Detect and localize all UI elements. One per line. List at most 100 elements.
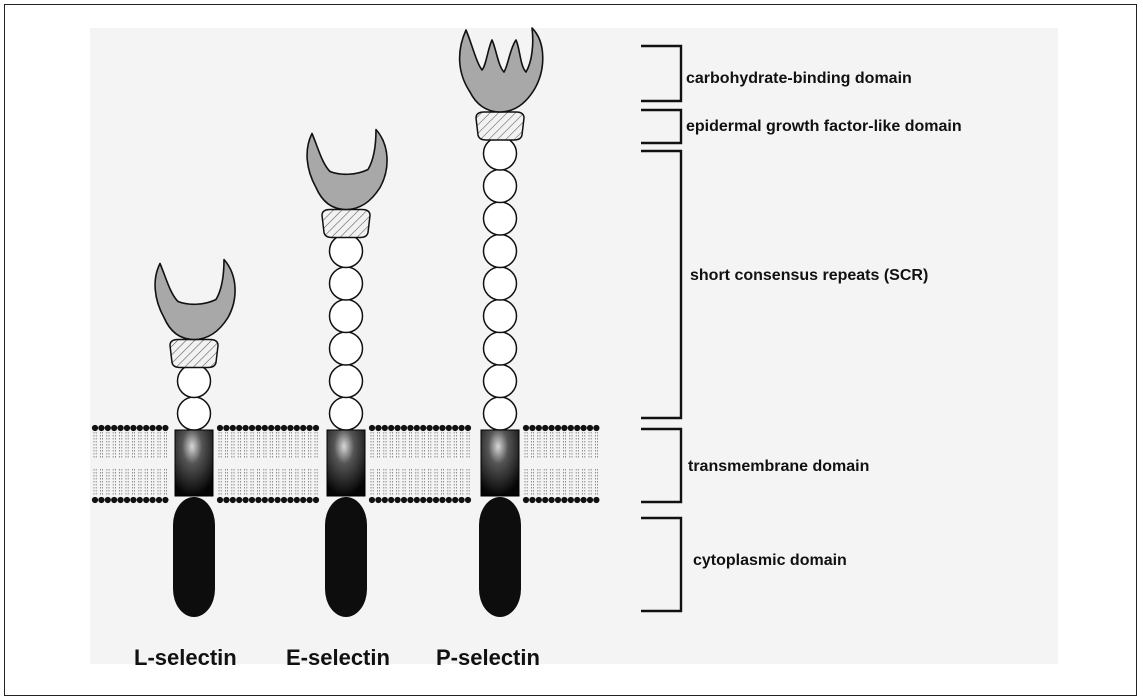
lipid-head — [420, 497, 426, 503]
carbohydrate-binding-domain-label: carbohydrate-binding domain — [686, 70, 912, 88]
membrane-segment — [523, 425, 600, 503]
scr-repeat — [484, 397, 517, 430]
lipid-head — [156, 497, 162, 503]
lipid-head — [523, 497, 529, 503]
lipid-head — [268, 497, 274, 503]
lipid-head — [395, 497, 401, 503]
lipid-head — [593, 425, 599, 431]
e-selectin-molecule — [307, 130, 387, 618]
cytoplasmic-bracket — [641, 518, 681, 611]
lipid-head — [124, 497, 130, 503]
lipid-head — [249, 425, 255, 431]
lipid-head — [124, 425, 130, 431]
lipid-head — [452, 425, 458, 431]
lipid-head — [568, 425, 574, 431]
lipid-head — [217, 425, 223, 431]
lipid-head — [281, 497, 287, 503]
lipid-head — [382, 425, 388, 431]
lipid-head — [452, 497, 458, 503]
carbohydrate-binding-domain-shape — [307, 130, 387, 210]
lipid-head — [465, 497, 471, 503]
lipid-head — [275, 497, 281, 503]
scr-repeat — [178, 397, 211, 430]
lipid-head — [446, 497, 452, 503]
lipid-head — [581, 425, 587, 431]
lipid-head — [439, 497, 445, 503]
lipid-head — [118, 497, 124, 503]
lipid-head — [536, 425, 542, 431]
egf-like-domain-label: epidermal growth factor-like domain — [686, 118, 962, 136]
lipid-head — [401, 497, 407, 503]
scr-repeat — [484, 365, 517, 398]
membrane-segment — [217, 425, 319, 503]
lipid-head — [111, 497, 117, 503]
egf-like-domain-shape — [170, 340, 218, 368]
lipid-head — [407, 497, 413, 503]
lipid-head — [407, 425, 413, 431]
l-selectin-molecule — [155, 260, 235, 618]
lipid-head — [307, 497, 313, 503]
scr-repeat — [178, 365, 211, 398]
scr-repeat — [330, 267, 363, 300]
l-selectin-label: L-selectin — [134, 645, 237, 671]
scr-repeat — [484, 137, 517, 170]
lipid-head — [420, 425, 426, 431]
lipid-head — [262, 425, 268, 431]
lipid-head — [401, 425, 407, 431]
scr-repeat — [484, 202, 517, 235]
lipid-head — [459, 497, 465, 503]
lipid-head — [561, 425, 567, 431]
scr-repeat — [330, 332, 363, 365]
lipid-head — [150, 425, 156, 431]
lipid-head — [529, 497, 535, 503]
lipid-head — [439, 425, 445, 431]
lipid-head — [587, 497, 593, 503]
scr-repeat — [484, 300, 517, 333]
lipid-head — [536, 497, 542, 503]
lipid-head — [137, 425, 143, 431]
carbohydrate-binding-domain-shape — [460, 28, 543, 112]
carbohydrate-binding-domain-shape — [155, 260, 235, 340]
lipid-head — [98, 497, 104, 503]
scr-repeat — [330, 300, 363, 333]
lipid-head — [236, 497, 242, 503]
e-selectin-label: E-selectin — [286, 645, 390, 671]
lipid-head — [249, 497, 255, 503]
lipid-head — [568, 497, 574, 503]
lipid-head — [529, 425, 535, 431]
lipid-head — [223, 497, 229, 503]
scr-repeat — [330, 397, 363, 430]
lipid-head — [92, 425, 98, 431]
lipid-head — [433, 425, 439, 431]
lipid-head — [300, 425, 306, 431]
scr-repeat — [330, 235, 363, 268]
lipid-head — [574, 497, 580, 503]
lipid-head — [92, 497, 98, 503]
membrane-segment — [92, 425, 169, 503]
lipid-head — [313, 425, 319, 431]
lipid-head — [549, 425, 555, 431]
lipid-head — [549, 497, 555, 503]
lipid-head — [433, 497, 439, 503]
lipid-head — [268, 425, 274, 431]
lipid-head — [300, 497, 306, 503]
scr-repeat — [330, 365, 363, 398]
lipid-head — [130, 497, 136, 503]
lipid-head — [555, 425, 561, 431]
lipid-head — [581, 497, 587, 503]
lipid-head — [561, 497, 567, 503]
egf-like-domain-shape — [322, 210, 370, 238]
lipid-head — [555, 497, 561, 503]
transmembrane-domain-shape — [175, 430, 213, 496]
lipid-head — [150, 497, 156, 503]
p-selectin-molecule — [460, 28, 543, 617]
lipid-head — [574, 425, 580, 431]
scr-repeat — [484, 332, 517, 365]
lipid-head — [388, 425, 394, 431]
lipid-head — [375, 497, 381, 503]
lipid-head — [313, 497, 319, 503]
lipid-head — [294, 497, 300, 503]
scr-repeat — [484, 267, 517, 300]
lipid-head — [542, 497, 548, 503]
lipid-head — [217, 497, 223, 503]
